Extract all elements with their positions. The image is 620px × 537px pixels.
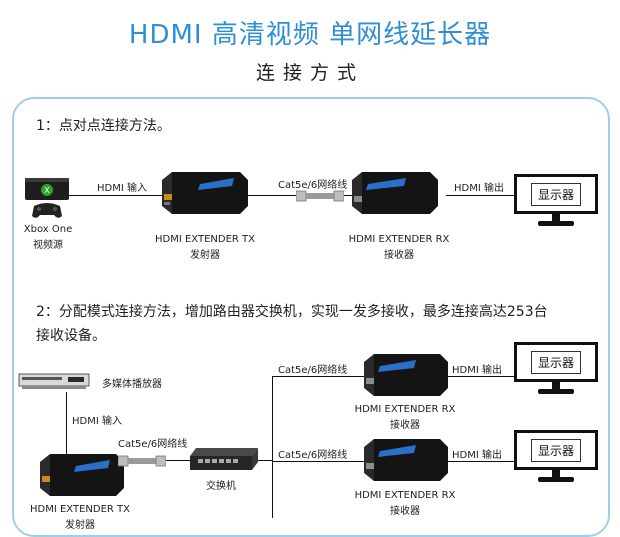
s1-rx-sub: 接收器	[384, 250, 414, 261]
s2-trunk-line	[272, 376, 273, 518]
monitor-base	[538, 477, 574, 482]
xbox-console-icon: X	[25, 178, 69, 218]
s1-source-sub: 视频源	[33, 240, 63, 251]
s1-tx-name: HDMI EXTENDER TX	[155, 234, 255, 245]
s1-rx-device-icon	[352, 172, 438, 214]
s2-branch1-line	[272, 376, 376, 377]
s2-rx1-sub: 接收器	[390, 420, 420, 431]
s1-rx-name: HDMI EXTENDER RX	[348, 234, 450, 245]
s2-tx-cable-line-b	[166, 460, 192, 461]
s2-rx1-name: HDMI EXTENDER RX	[354, 404, 456, 415]
monitor-neck	[552, 470, 560, 478]
s2-hdmi-out2-line	[446, 461, 516, 462]
s2-switch-label: 交换机	[206, 481, 236, 492]
s2-monitor1-label: 显示器	[530, 350, 581, 374]
s2-hdmi-out2-label: HDMI 输出	[452, 450, 502, 461]
page-title: HDMI 高清视频 单网线延长器	[128, 20, 492, 50]
s1-source-name: Xbox One	[23, 224, 73, 235]
s2-rx1-device-icon	[364, 354, 448, 396]
s2-rx2-device-icon	[364, 439, 448, 481]
s1-hdmi-out-label: HDMI 输出	[454, 183, 504, 194]
network-switch-icon	[190, 448, 258, 470]
s1-hdmi-in-line	[66, 195, 170, 196]
s1-tx-device-icon	[162, 172, 248, 214]
s2-monitor2-label: 显示器	[530, 438, 581, 462]
s2-hdmi-out1-line	[446, 376, 516, 377]
s2-hdmi-out1-label: HDMI 输出	[452, 365, 502, 376]
svg-text:X: X	[44, 186, 50, 195]
s2-cable-rx1-label: Cat5e/6网络线	[278, 365, 348, 376]
s2-tx-device-icon	[40, 454, 124, 496]
s1-rj45-cable-icon	[296, 190, 344, 202]
section2-heading-line2: 接收设备。	[36, 328, 106, 344]
s2-hdmi-in-line	[66, 392, 67, 454]
s2-player-label: 多媒体播放器	[102, 379, 162, 390]
monitor-base	[538, 389, 574, 394]
s2-rx2-sub: 接收器	[390, 506, 420, 517]
s1-tx-sub: 发射器	[190, 250, 220, 261]
s2-switch-out-line	[258, 460, 272, 461]
monitor-screen: 显示器	[514, 430, 598, 470]
monitor-screen: 显示器	[514, 342, 598, 382]
s2-hdmi-in-label: HDMI 输入	[72, 416, 122, 427]
s2-cable-rx2-label: Cat5e/6网络线	[278, 450, 348, 461]
section1-heading: 1：点对点连接方法。	[36, 118, 171, 134]
s2-monitor2: 显示器	[514, 430, 598, 484]
s1-cable-line-a	[244, 195, 300, 196]
s2-tx-sub: 发射器	[65, 520, 95, 531]
section2-heading-line1: 2：分配模式连接方法，增加路由器交换机，实现一发多接收，最多连接高达253台	[36, 304, 548, 320]
s2-rj45-cable-icon	[118, 455, 166, 467]
monitor-base	[538, 221, 574, 226]
media-player-icon	[18, 373, 90, 389]
s1-monitor: 显示器	[514, 174, 598, 228]
s1-cable-label: Cat5e/6网络线	[278, 180, 348, 191]
s2-rx2-name: HDMI EXTENDER RX	[354, 490, 456, 501]
s2-tx-name: HDMI EXTENDER TX	[30, 504, 130, 515]
monitor-neck	[552, 382, 560, 390]
s1-hdmi-out-line	[446, 195, 516, 196]
monitor-screen: 显示器	[514, 174, 598, 214]
monitor-neck	[552, 214, 560, 222]
s1-monitor-label: 显示器	[530, 182, 581, 206]
s2-monitor1: 显示器	[514, 342, 598, 396]
page-subtitle: 连接方式	[255, 62, 364, 84]
s2-branch2-line	[272, 461, 376, 462]
s1-hdmi-in-label: HDMI 输入	[97, 183, 147, 194]
s2-cable-tx-label: Cat5e/6网络线	[118, 439, 188, 450]
